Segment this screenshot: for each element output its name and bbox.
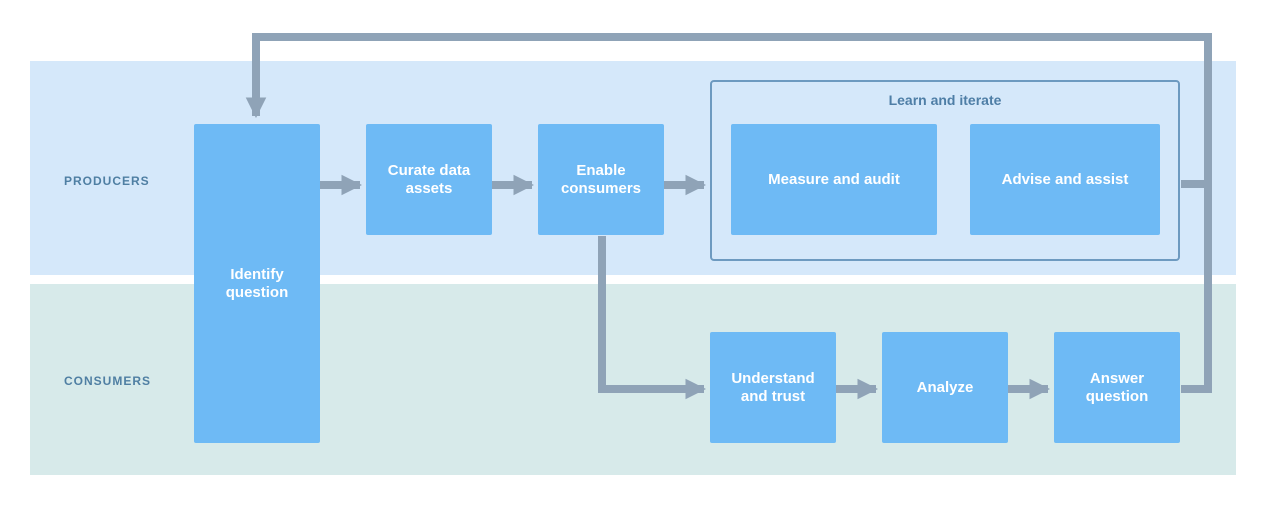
step-understand-and-trust: Understand and trust: [710, 332, 836, 443]
producers-lane-label: PRODUCERS: [64, 174, 150, 188]
learn-and-iterate-group: Learn and iterate: [710, 80, 1180, 261]
step-enable-consumers: Enable consumers: [538, 124, 664, 235]
step-measure-and-audit: Measure and audit: [731, 124, 937, 235]
consumers-lane-label: CONSUMERS: [64, 374, 152, 388]
step-curate-data-assets: Curate data assets: [366, 124, 492, 235]
step-advise-and-assist: Advise and assist: [970, 124, 1160, 235]
arrow-enable-to-understand: [598, 236, 707, 400]
learn-and-iterate-title: Learn and iterate: [888, 92, 1002, 108]
step-identify-question: Identify question: [194, 124, 320, 443]
arrow-feedback-loop: [245, 33, 1212, 393]
step-analyze: Analyze: [882, 332, 1008, 443]
step-answer-question: Answer question: [1054, 332, 1180, 443]
